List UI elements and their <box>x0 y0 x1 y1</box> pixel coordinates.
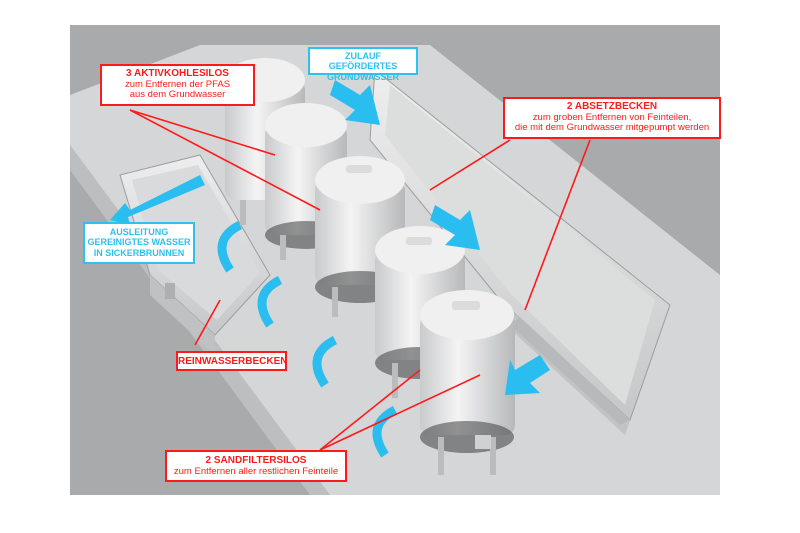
settling-basins <box>369 69 671 435</box>
callout-line: GEREINIGTES WASSER <box>87 237 191 248</box>
return-arrow-3 <box>312 335 338 388</box>
basin-arrow-1 <box>430 205 480 250</box>
return-arrow-2 <box>257 275 283 328</box>
plant-illustration <box>70 45 720 495</box>
sand-filter-silo-2 <box>420 290 515 475</box>
sand-filter-silos <box>375 226 515 475</box>
callout-line: ZULAUF GEFÖRDERTES <box>328 51 398 72</box>
callout-aktivkohlesilos: 3 AKTIVKOHLESILOS zum Entfernen der PFAS… <box>100 64 255 106</box>
callout-ausleitung: AUSLEITUNG GEREINIGTES WASSER IN SICKERB… <box>83 222 195 264</box>
return-arrow-4 <box>372 405 398 458</box>
callout-title: 3 AKTIVKOHLESILOS <box>126 68 229 79</box>
callout-line: zum Entfernen aller restlichen Feinteile <box>173 465 339 477</box>
callout-line: GRUNDWASSER <box>326 71 399 82</box>
callout-line: zum groben Entfernen von Feinteilen, <box>532 111 692 123</box>
callout-line: die mit dem Grundwasser mitgepumpt werde… <box>514 122 710 134</box>
outflow-arrow <box>110 175 205 225</box>
callout-zulauf: ZULAUF GEFÖRDERTES GRUNDWASSER <box>308 47 418 82</box>
callout-absetzbecken: 2 ABSETZBECKEN zum groben Entfernen von … <box>503 97 721 139</box>
callout-title: 2 SANDFILTERSILOS <box>205 455 307 466</box>
callout-line: IN SICKERBRUNNEN <box>93 247 185 258</box>
callout-line: aus dem Grundwasser <box>129 89 226 101</box>
callout-leaders <box>129 94 591 451</box>
return-arrow-1 <box>217 220 243 273</box>
callout-title: REINWASSERBECKEN <box>178 356 288 367</box>
callout-reinwasserbecken: REINWASSERBECKEN <box>176 351 287 371</box>
callout-sandfiltersilos: 2 SANDFILTERSILOS zum Entfernen aller re… <box>165 450 347 482</box>
callout-line: zum Entfernen der PFAS <box>124 78 231 90</box>
flow-arrows <box>110 80 550 458</box>
inflow-arrow <box>330 80 380 125</box>
callout-line: AUSLEITUNG <box>109 227 169 237</box>
carbon-silo-3 <box>315 156 405 317</box>
callout-title: 2 ABSETZBECKEN <box>566 101 658 112</box>
basin-arrow-2 <box>505 355 550 395</box>
